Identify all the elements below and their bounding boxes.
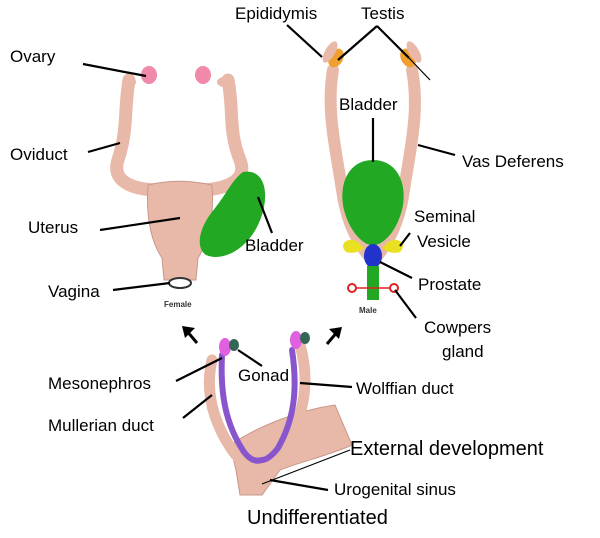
mesonephros-left	[229, 339, 239, 351]
leader-gonad	[237, 349, 263, 367]
gonad-left	[219, 338, 231, 356]
male-bladder	[342, 160, 404, 246]
seminal-vesicle-right	[382, 239, 403, 253]
label-external-development: External development	[350, 438, 544, 460]
gonad-right	[290, 331, 302, 349]
undifferentiated-tract	[182, 326, 353, 496]
wolffian-duct-left	[218, 352, 265, 464]
mesonephros-right	[300, 332, 310, 344]
label-wolffian-duct: Wolffian duct	[356, 379, 454, 398]
female-oviduct-left	[110, 73, 167, 197]
female-tract	[110, 66, 266, 289]
label-prostate: Prostate	[418, 275, 481, 294]
wolffian-duct-right	[259, 347, 298, 463]
label-mesonephros: Mesonephros	[48, 374, 151, 393]
label-vesicle: Vesicle	[417, 232, 471, 251]
leader-mullerian-duct	[182, 394, 213, 419]
leader-prostate	[379, 261, 413, 279]
leader-seminal-vesicle	[399, 232, 411, 247]
urogenital-sinus-shape	[229, 404, 353, 496]
label-undifferentiated: Undifferentiated	[247, 507, 388, 529]
label-gland: gland	[442, 342, 484, 361]
oviduct-fimbria-right	[217, 77, 231, 87]
leader-oviduct	[87, 141, 121, 154]
label-female: Female	[164, 300, 192, 309]
leader-vas-deferens	[417, 143, 456, 157]
labels: Ovary Oviduct Uterus Vagina Bladder Fema…	[10, 4, 564, 529]
leader-urogenital-sinus	[269, 478, 329, 492]
vas-deferens-left	[324, 64, 374, 261]
leader-vagina	[112, 281, 171, 292]
label-mullerian-duct: Mullerian duct	[48, 416, 154, 435]
leader-ovary	[82, 62, 147, 78]
leader-cowpers	[394, 289, 417, 319]
ovary-right	[195, 66, 211, 84]
label-male: Male	[359, 306, 377, 315]
male-urethra	[367, 266, 379, 300]
male-tract	[322, 41, 422, 300]
label-urogenital-sinus: Urogenital sinus	[334, 480, 456, 499]
female-bladder	[199, 171, 266, 257]
leader-external-development	[261, 449, 351, 485]
oviduct-fimbria-left	[122, 77, 136, 87]
vas-deferens-right	[372, 64, 421, 261]
cowpers-gland-left	[347, 283, 357, 293]
ovary-left	[141, 66, 157, 84]
leader-wolffian-duct	[299, 381, 353, 389]
label-epididymis: Epididymis	[235, 4, 317, 23]
label-ovary: Ovary	[10, 47, 56, 66]
arrow-head-female	[182, 326, 195, 338]
vagina-opening	[168, 277, 192, 289]
mullerian-duct-left	[203, 354, 264, 469]
leader-mesonephros	[175, 357, 223, 382]
leader-lines	[82, 24, 456, 492]
epididymis-left	[322, 41, 338, 63]
label-uterus: Uterus	[28, 218, 78, 237]
label-vagina: Vagina	[48, 282, 100, 301]
label-bladder-female: Bladder	[245, 236, 304, 255]
leader-epididymis	[286, 24, 323, 58]
label-oviduct: Oviduct	[10, 145, 68, 164]
leader-uterus	[99, 216, 181, 232]
label-cowpers: Cowpers	[424, 318, 491, 337]
label-seminal: Seminal	[414, 207, 475, 226]
label-gonad: Gonad	[238, 366, 289, 385]
leader-testis-right-ext	[408, 57, 431, 81]
female-oviduct-right	[193, 73, 249, 197]
leader-bladder-female	[256, 196, 274, 234]
label-vas-deferens: Vas Deferens	[462, 152, 564, 171]
epididymis-right	[406, 41, 422, 63]
leader-testis-left	[337, 25, 378, 61]
prostate-gland	[364, 244, 382, 268]
label-testis: Testis	[361, 4, 404, 23]
seminal-vesicle-left	[343, 239, 364, 253]
leader-testis-right	[376, 25, 410, 59]
label-bladder-male: Bladder	[339, 95, 398, 114]
arrow-head-male	[329, 327, 342, 339]
